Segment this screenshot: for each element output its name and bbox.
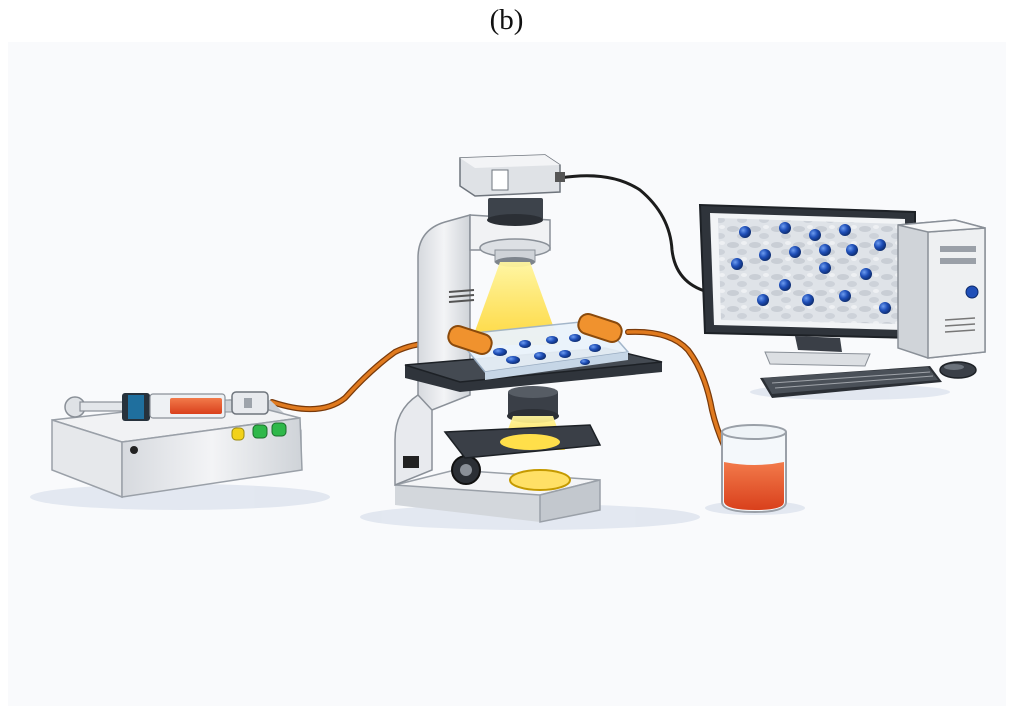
objective-light-beam [470, 262, 560, 345]
mouse[interactable] [939, 361, 977, 379]
collection-beaker [721, 424, 787, 514]
syringe-fluid [170, 398, 222, 414]
keyboard[interactable] [760, 366, 942, 398]
pump-button-green-2[interactable] [271, 422, 287, 437]
pump-button-yellow[interactable] [231, 427, 245, 441]
chip-particles [493, 334, 601, 365]
chip-outlet-connector [577, 313, 623, 343]
screen-particles [731, 222, 891, 314]
condenser [443, 386, 602, 459]
computer-tower [897, 219, 986, 359]
base-light-source [509, 469, 571, 491]
monitor-screen [718, 218, 900, 324]
chip-inlet-connector [447, 325, 493, 355]
beaker-fluid [724, 462, 784, 510]
tower-power-button[interactable] [965, 285, 979, 299]
computer-monitor [698, 203, 916, 367]
pump-button-green-1[interactable] [252, 424, 268, 439]
figure-caption: (b) [489, 4, 524, 36]
pump-indicator-light [130, 446, 138, 454]
syringe [64, 391, 269, 421]
microfluidic-chip [447, 313, 630, 380]
camera-cable [559, 174, 713, 295]
camera [459, 154, 565, 226]
